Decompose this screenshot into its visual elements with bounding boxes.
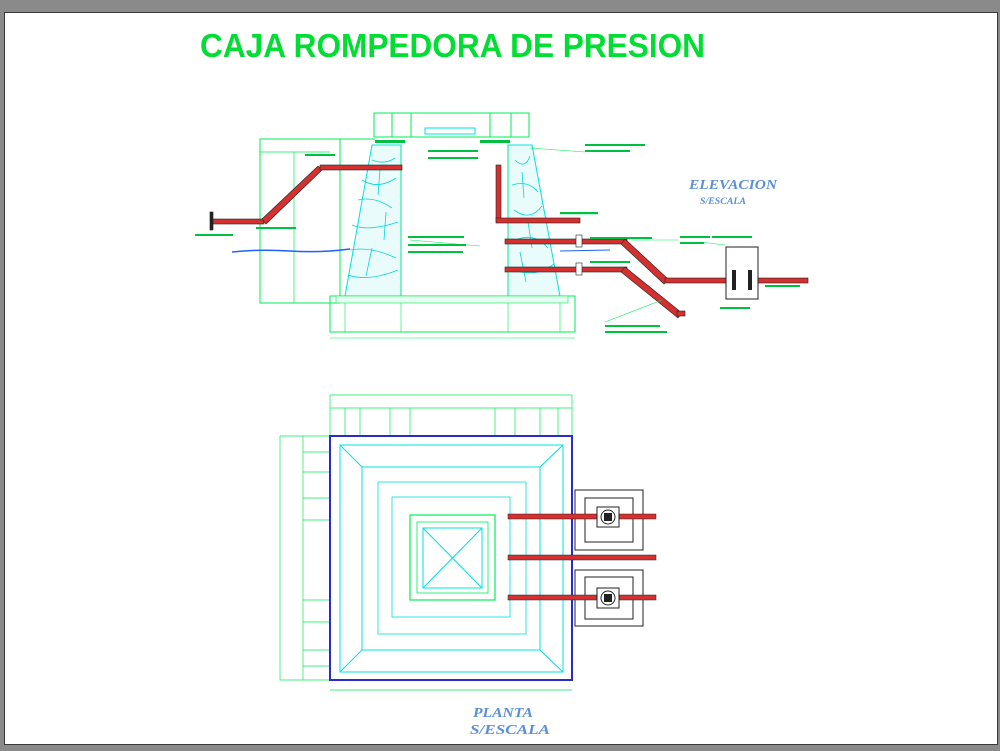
plan-view: PLANTA S/ESCALA <box>279 394 657 738</box>
plan-dimensions-left <box>279 435 330 681</box>
drawing-sheet <box>4 12 998 745</box>
overflow-pipe <box>495 164 581 224</box>
plan-label: PLANTA <box>473 706 533 721</box>
plan-manhole-cover <box>422 527 483 589</box>
valve-box <box>725 246 759 300</box>
gate-valve-lower <box>596 587 620 609</box>
elevation-view: ELEVACION S/ESCALA <box>195 112 809 339</box>
plan-scale: S/ESCALA <box>470 723 550 738</box>
water-level <box>231 248 351 253</box>
elevation-label: ELEVACION <box>688 178 778 193</box>
gate-valve-upper <box>596 506 620 528</box>
manhole-cover <box>424 127 476 135</box>
outlet-pipes <box>504 238 809 319</box>
plan-manhole-frame <box>409 514 496 601</box>
box-top-slab <box>373 112 530 138</box>
drawing-title: CAJA ROMPEDORA DE PRESION <box>200 27 705 64</box>
elevation-dimension-frame <box>259 138 341 304</box>
plan-dimensions-top <box>329 394 573 436</box>
inlet-pipe <box>209 164 403 231</box>
elevation-scale: S/ESCALA <box>700 196 746 206</box>
plan-pipes <box>507 513 657 601</box>
